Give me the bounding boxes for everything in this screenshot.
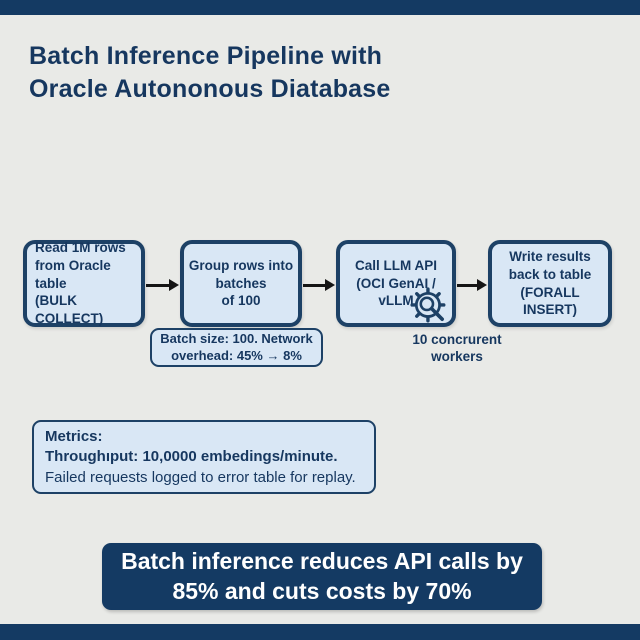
workers-note-line2: workers: [431, 348, 483, 364]
workers-note-line1: 10 concrurent: [412, 332, 502, 347]
metrics-throughput: Throughıput: 10,0000 embedings/minute.: [45, 448, 338, 466]
flow-box-line: Call LLM API: [354, 257, 437, 273]
flow-box-line: Write results: [509, 248, 591, 264]
arrow-shaft: [303, 284, 328, 287]
flow-arrow-2: [303, 279, 335, 292]
flow-box-read-rows: Read 1M rows from Oracle table (BULK COL…: [23, 240, 145, 327]
flow-box-line: vLLM: [378, 293, 414, 309]
batch-note-line2: overhead: 45% → 8%: [171, 347, 302, 363]
bottom-accent-bar: [0, 624, 640, 640]
flow-box-write-results: Write results back to table (FORALL INSE…: [488, 240, 612, 327]
page-title-line1: Batch Inference Pipeline with: [29, 42, 383, 70]
flow-box-group-rows: Group rows into batches of 100: [180, 240, 302, 327]
arrow-head-icon: [169, 279, 179, 291]
page-title: Batch Inference Pipeline with Oracle Aut…: [29, 40, 391, 105]
gear-magnifier-icon: [410, 287, 446, 323]
flow-box-line: (FORALL INSERT): [520, 284, 580, 318]
arrow-head-icon: [477, 279, 487, 291]
flow-box-line: (BULK COLLECT): [35, 293, 104, 327]
flow-arrow-3: [457, 279, 487, 292]
flow-box-line: batches: [215, 275, 267, 291]
banner-line2: 85% and cuts costs by 70%: [172, 577, 472, 604]
metrics-panel: Metrics: Throughıput: 10,0000 embedings/…: [32, 420, 376, 494]
flow-box-call-llm-api: Call LLM API (OCI GenAI / vLLM: [336, 240, 456, 327]
flow-box-line: Group rows into: [188, 257, 294, 273]
batch-note-line1: Batch size: 100. Network: [160, 330, 313, 346]
flow-box-line: Read 1M rows: [35, 239, 126, 255]
arrow-shaft: [146, 284, 172, 287]
flow-box-line: of 100: [221, 293, 261, 309]
top-accent-bar: [0, 0, 640, 15]
concurrent-workers-note: 10 concrurent workers: [398, 332, 516, 366]
banner-line1: Batch inference reduces API calls by: [121, 548, 523, 575]
flow-box-line: back to table: [508, 266, 592, 282]
summary-banner: Batch inference reduces API calls by 85%…: [102, 543, 542, 610]
metrics-failed-requests: Failed requests logged to error table fo…: [45, 468, 356, 486]
flow-arrow-1: [146, 279, 179, 292]
flow-box-line: (OCI GenAI /: [356, 275, 436, 291]
flow-box-line: from Oracle table: [35, 257, 111, 291]
arrow-shaft: [457, 284, 480, 287]
arrow-head-icon: [325, 279, 335, 291]
page-title-line2: Oracle Autononous Diatabase: [29, 74, 391, 103]
metrics-heading: Metrics:: [45, 428, 103, 445]
batch-size-note: Batch size: 100. Network overhead: 45% →…: [150, 328, 323, 367]
